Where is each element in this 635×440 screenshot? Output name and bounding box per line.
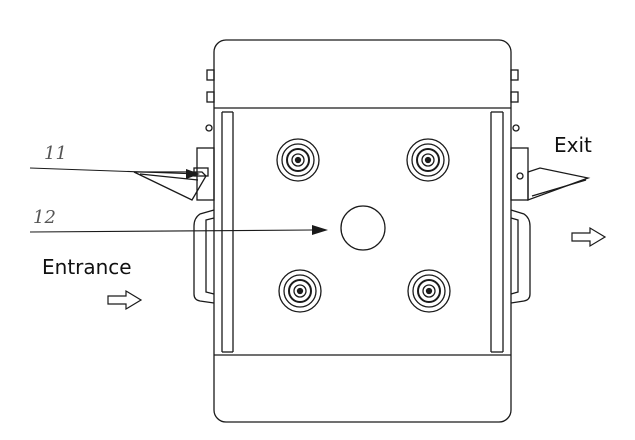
right-bracket bbox=[510, 147, 529, 201]
callout-12-arrowhead bbox=[312, 225, 328, 235]
left-lug-top bbox=[206, 69, 215, 81]
right-lug-top bbox=[510, 69, 519, 81]
exit-arrow bbox=[571, 226, 607, 248]
exit-label: Exit bbox=[554, 133, 592, 157]
right-guide-flap bbox=[527, 167, 591, 201]
entrance-arrow bbox=[107, 289, 143, 311]
callout-11-label: 11 bbox=[44, 143, 67, 164]
right-handle bbox=[510, 209, 531, 304]
housing-outline bbox=[213, 39, 512, 423]
center-port bbox=[340, 205, 386, 251]
callout-12-label: 12 bbox=[33, 207, 56, 228]
right-lug-lower bbox=[510, 91, 519, 103]
callout-12-leader bbox=[29, 229, 313, 233]
callout-11-leader bbox=[29, 167, 199, 175]
callout-11-arrowhead bbox=[186, 169, 200, 179]
roller-bottom-left bbox=[278, 269, 322, 313]
entrance-label: Entrance bbox=[42, 255, 132, 279]
left-handle bbox=[193, 209, 215, 304]
roller-top-left bbox=[276, 138, 320, 182]
roller-bottom-right bbox=[407, 269, 451, 313]
left-lug-lower bbox=[206, 91, 215, 103]
roller-top-right bbox=[406, 138, 450, 182]
